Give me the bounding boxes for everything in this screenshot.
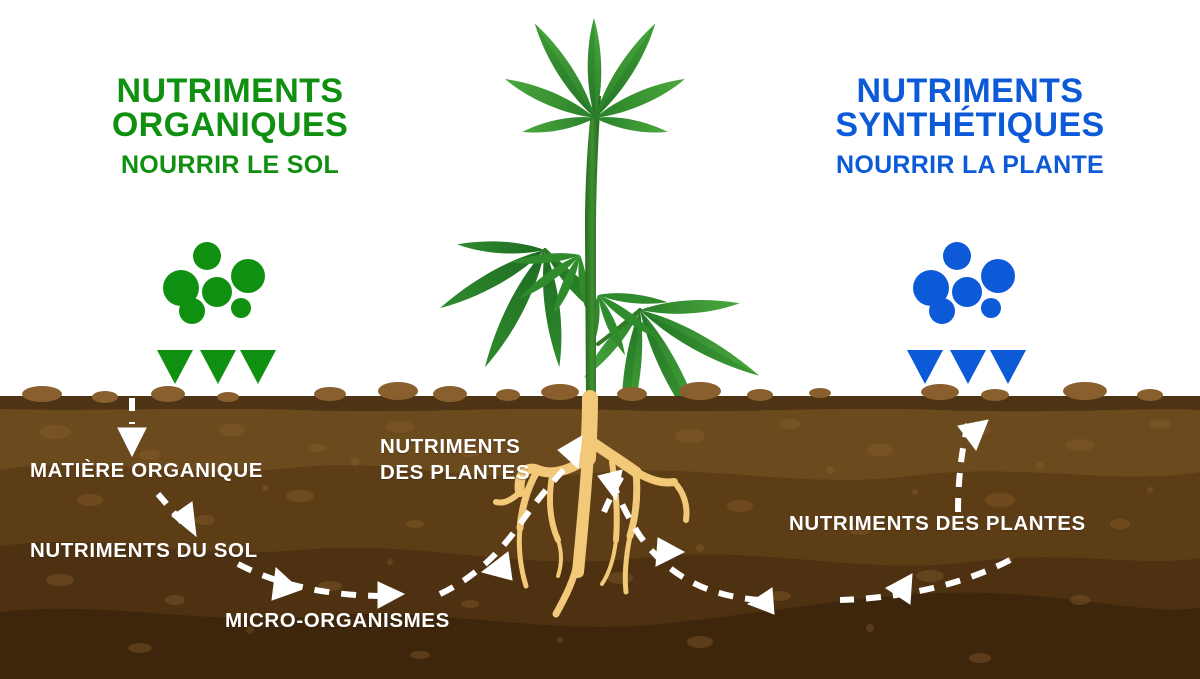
header-synthetic-subtitle: NOURRIR LA PLANTE bbox=[835, 151, 1105, 179]
header-organic: NUTRIMENTS ORGANIQUES NOURRIR LE SOL bbox=[20, 74, 440, 178]
down-triangle-1 bbox=[950, 350, 986, 384]
label-center-line2: DES PLANTES bbox=[380, 460, 531, 484]
plant-roots bbox=[493, 390, 690, 618]
green-downward-triangles bbox=[157, 350, 276, 384]
plant-stem bbox=[585, 96, 601, 400]
nutrient-dot-3 bbox=[202, 277, 232, 307]
label-matiere-organique: MATIÈRE ORGANIQUE bbox=[30, 459, 264, 482]
label-micro-organismes: MICRO-ORGANISMES bbox=[225, 609, 450, 632]
nutrient-dot-1 bbox=[913, 270, 949, 306]
nutrient-dot-0 bbox=[943, 242, 971, 270]
down-triangle-0 bbox=[907, 350, 943, 384]
nutrient-dot-3 bbox=[952, 277, 982, 307]
nutrient-dot-4 bbox=[179, 298, 205, 324]
green-nutrient-dot-cluster bbox=[163, 242, 265, 324]
nutrient-dot-4 bbox=[929, 298, 955, 324]
nutrient-dot-1 bbox=[163, 270, 199, 306]
blue-downward-triangles bbox=[907, 350, 1026, 384]
leaf-top-crown bbox=[505, 18, 685, 133]
arrow-to-matiere-organique bbox=[117, 398, 147, 458]
nutrient-dot-0 bbox=[193, 242, 221, 270]
arrow-to-micro-organismes bbox=[236, 561, 406, 609]
down-triangle-2 bbox=[240, 350, 276, 384]
nutrient-dot-5 bbox=[231, 298, 251, 318]
header-synthetic-line1: NUTRIMENTS bbox=[856, 72, 1084, 110]
arrow-right-deep-to-roots bbox=[611, 484, 775, 615]
nutrient-dot-2 bbox=[231, 259, 265, 293]
down-triangle-1 bbox=[200, 350, 236, 384]
header-synthetic-line2: SYNTHÉTIQUES bbox=[835, 106, 1105, 144]
leaf-mid-right bbox=[584, 299, 760, 444]
label-nutriments-du-sol: NUTRIMENTS DU SOL bbox=[30, 539, 258, 562]
soil-mass bbox=[0, 382, 1200, 679]
header-organic-line1: NUTRIMENTS bbox=[116, 72, 344, 110]
label-center-line1: NUTRIMENTS bbox=[380, 435, 521, 458]
leaf-inner-left bbox=[510, 253, 588, 316]
label-nutriments-des-plantes-center: NUTRIMENTS DES PLANTES bbox=[380, 434, 530, 485]
nutrient-dot-5 bbox=[981, 298, 1001, 318]
leaf-inner-right bbox=[590, 293, 668, 356]
flow-arrows bbox=[117, 398, 1012, 615]
header-synthetic: NUTRIMENTS SYNTHÉTIQUES NOURRIR LA PLANT… bbox=[760, 74, 1180, 178]
arrow-micro-to-roots bbox=[438, 435, 583, 597]
arrow-to-nutriments-du-sol bbox=[155, 492, 197, 538]
label-nutriments-des-plantes-right: NUTRIMENTS DES PLANTES bbox=[789, 512, 1086, 535]
surface-pebbles bbox=[22, 382, 1163, 403]
down-triangle-0 bbox=[157, 350, 193, 384]
blue-nutrient-dot-cluster bbox=[913, 242, 1015, 324]
arrow-synthetic-path bbox=[839, 419, 1012, 605]
header-organic-line2: ORGANIQUES bbox=[111, 106, 349, 144]
down-triangle-2 bbox=[990, 350, 1026, 384]
header-organic-subtitle: NOURRIR LE SOL bbox=[120, 151, 340, 179]
nutrient-dot-2 bbox=[981, 259, 1015, 293]
